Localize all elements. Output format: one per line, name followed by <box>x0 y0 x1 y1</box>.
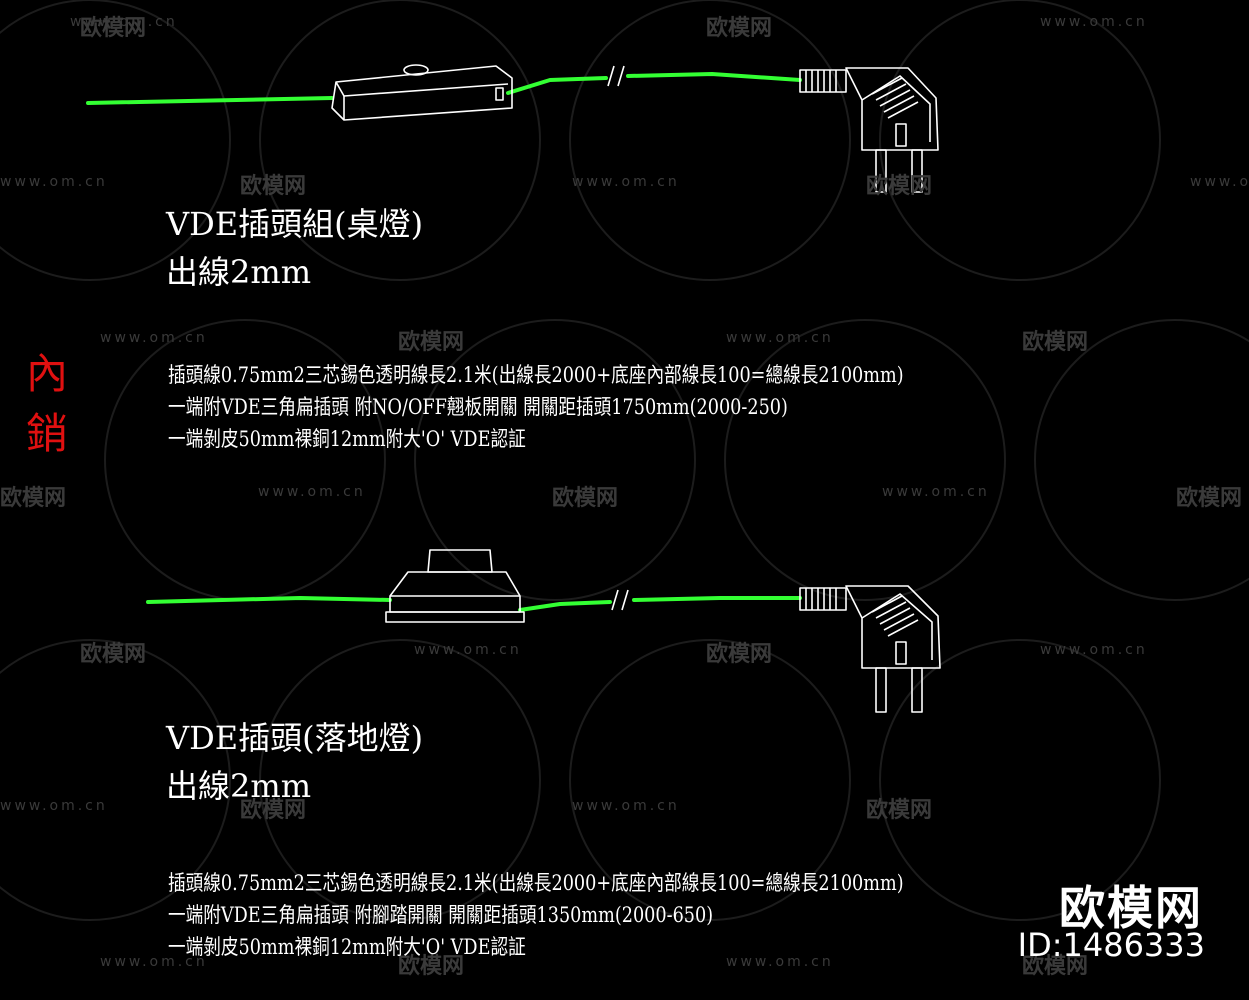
watermark-logo: 欧模网 <box>866 174 933 199</box>
watermark-logo: 欧模网 <box>0 486 67 511</box>
watermark-url: www.om.cn <box>70 14 178 30</box>
watermark-url: www.om.cn <box>572 174 680 190</box>
watermark-logo: 欧模网 <box>706 642 773 667</box>
section-2-title: VDE插頭(落地燈) <box>166 719 424 757</box>
watermark-logo: 欧模网 <box>80 16 147 41</box>
watermark-logo: 欧模网 <box>240 174 307 199</box>
brand-id: ID:1486333 <box>1017 926 1205 964</box>
watermark-url: www.om.cn <box>726 954 834 970</box>
cable-left-2 <box>146 596 392 604</box>
cable-plug-1 <box>626 72 802 82</box>
watermark-url: www.om.cn <box>414 642 522 658</box>
section-2-spec-line-1: 插頭線0.75mm2三芯錫色透明線長2.1米(出線長2000+底座內部線長100… <box>168 871 904 895</box>
section-1-spec-line-3: 一端剝皮50mm裸銅12mm附大'O' VDE認証 <box>168 427 526 451</box>
cable-plug-2 <box>632 596 802 602</box>
cable-left-1 <box>86 96 334 105</box>
watermark-url: www.om.cn <box>572 798 680 814</box>
watermark-logo: 欧模网 <box>552 486 619 511</box>
brand-logo: 欧模网 <box>1059 881 1203 935</box>
watermark-logo: 欧模网 <box>398 330 465 355</box>
watermark-url: www.om.cn <box>0 174 108 190</box>
section-1-spec-line-2: 一端附VDE三角扁插頭 附NO/OFF翹板開關 開關距插頭1750mm(2000… <box>168 395 788 419</box>
watermark-logo: 欧模网 <box>1022 330 1089 355</box>
watermark-url: www.om.cn <box>100 330 208 346</box>
rocker-switch-icon <box>331 64 513 121</box>
section-2-spec-line-3: 一端剝皮50mm裸銅12mm附大'O' VDE認証 <box>168 935 526 959</box>
foot-switch-icon <box>385 549 525 623</box>
watermark-logo: 欧模网 <box>1022 954 1089 979</box>
section-2-subtitle: 出線2mm <box>166 767 312 805</box>
watermark-logo: 欧模网 <box>80 642 147 667</box>
watermark-logo: 欧模网 <box>398 954 465 979</box>
section-1-spec-line-1: 插頭線0.75mm2三芯錫色透明線長2.1米(出線長2000+底座內部線長100… <box>168 363 904 387</box>
watermark-url: www.om.cn <box>882 484 990 500</box>
watermark-logo: 欧模网 <box>240 798 307 823</box>
watermark-logo: 欧模网 <box>1176 486 1243 511</box>
watermark-url: www.om.cn <box>1190 174 1249 190</box>
watermark-url: www.om.cn <box>726 330 834 346</box>
vde-plug-icon-2 <box>799 585 941 713</box>
vde-plug-icon <box>799 67 939 193</box>
watermark-url: www.om.cn <box>100 954 208 970</box>
watermark-url: www.om.cn <box>1040 14 1148 30</box>
section-1-title: VDE插頭組(桌燈) <box>166 205 424 243</box>
desk-lamp-cord-drawing <box>86 64 939 193</box>
cable-right-2 <box>518 600 612 612</box>
section-2-spec-line-2: 一端附VDE三角扁插頭 附腳踏開關 開關距插頭1350mm(2000-650) <box>168 903 714 927</box>
side-label-char-1: 內 <box>26 349 69 398</box>
watermark-url: www.om.cn <box>258 484 366 500</box>
cable-right-1 <box>506 76 608 95</box>
side-label-char-2: 銷 <box>26 409 69 458</box>
watermark-url: www.om.cn <box>0 798 108 814</box>
floor-lamp-cord-drawing <box>146 549 941 713</box>
watermark-logo: 欧模网 <box>866 798 933 823</box>
watermark-circles <box>0 0 1249 921</box>
watermark-url: www.om.cn <box>1040 642 1148 658</box>
section-1-subtitle: 出線2mm <box>166 253 312 291</box>
watermark-logo: 欧模网 <box>706 16 773 41</box>
